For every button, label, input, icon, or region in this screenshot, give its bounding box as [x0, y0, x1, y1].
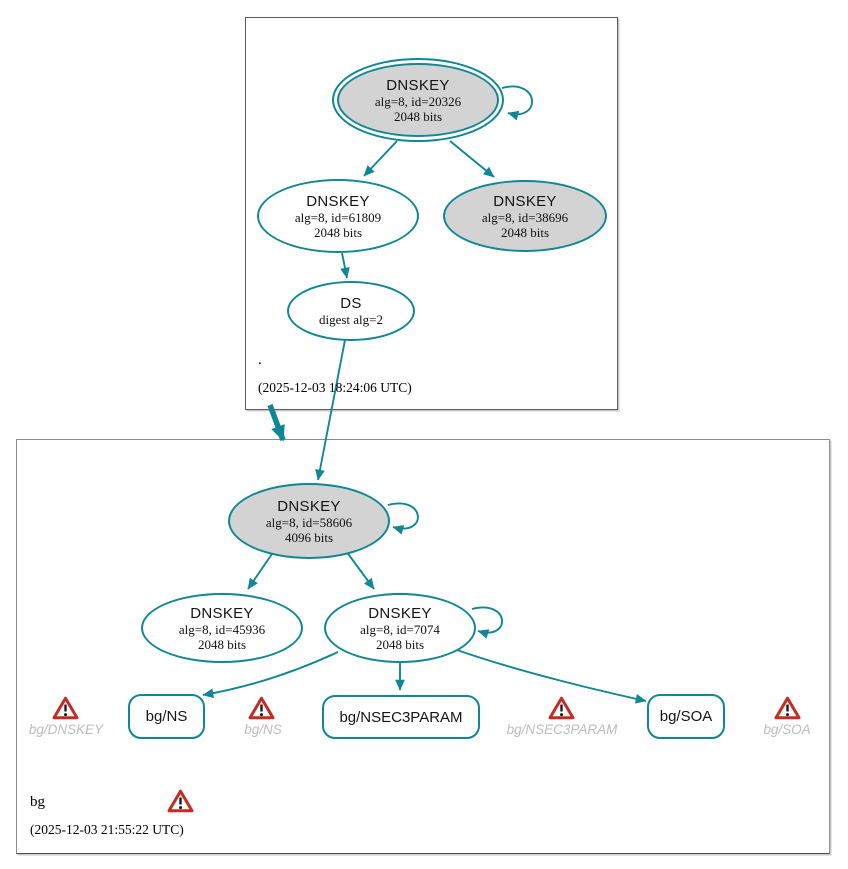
warning-icon[interactable] — [774, 696, 801, 720]
missing-rrset-label-bg-soa: bg/SOA — [763, 722, 811, 737]
missing-rrset-label-bg-dnskey: bg/DNSKEY — [28, 722, 104, 737]
node-title: DNSKEY — [368, 604, 432, 622]
zone-timestamp-bg: (2025-12-03 21:55:22 UTC) — [30, 822, 184, 837]
node-bits: 2048 bits — [375, 636, 425, 652]
rrset-label: bg/NS — [145, 708, 188, 725]
node-title: DNSKEY — [493, 192, 557, 210]
dnskey-node-root-ksk[interactable]: DNSKEY alg=8, id=20326 2048 bits — [332, 58, 504, 142]
dnskey-node-root-ksk-inner: DNSKEY alg=8, id=20326 2048 bits — [337, 63, 499, 137]
node-alg-id: alg=8, id=20326 — [374, 93, 462, 109]
dnskey-node-bg-zsk2[interactable]: DNSKEY alg=8, id=7074 2048 bits — [324, 593, 476, 663]
node-alg-id: alg=8, id=7074 — [360, 621, 440, 637]
node-bits: 2048 bits — [197, 636, 247, 652]
node-title: DS — [340, 295, 362, 312]
zone-timestamp-root: (2025-12-03 18:24:06 UTC) — [258, 380, 412, 395]
warning-icon[interactable] — [52, 696, 79, 720]
zone-label-bg: bg — [30, 794, 45, 810]
node-title: DNSKEY — [190, 604, 254, 622]
rrset-node-bg-ns[interactable]: bg/NS — [128, 694, 205, 739]
node-bits: 4096 bits — [284, 529, 334, 545]
rrset-node-bg-soa[interactable]: bg/SOA — [647, 694, 725, 739]
dnskey-node-root-zsk[interactable]: DNSKEY alg=8, id=61809 2048 bits — [257, 179, 419, 253]
node-title: DNSKEY — [277, 497, 341, 515]
missing-rrset-label-bg-ns: bg/NS — [244, 722, 282, 737]
node-alg-id: alg=8, id=61809 — [294, 209, 382, 225]
warning-icon[interactable] — [548, 696, 575, 720]
node-digest: digest alg=2 — [318, 312, 384, 327]
node-bits: 2048 bits — [313, 224, 363, 240]
warning-icon[interactable] — [248, 696, 275, 720]
dnskey-node-bg-ksk[interactable]: DNSKEY alg=8, id=58606 4096 bits — [228, 483, 390, 559]
rrset-label: bg/NSEC3PARAM — [339, 708, 463, 726]
node-alg-id: alg=8, id=58606 — [265, 514, 353, 530]
warning-icon[interactable] — [167, 789, 194, 813]
node-bits: 2048 bits — [393, 108, 443, 124]
rrset-node-bg-nsec3param[interactable]: bg/NSEC3PARAM — [322, 695, 480, 739]
dnskey-node-root-standby[interactable]: DNSKEY alg=8, id=38696 2048 bits — [443, 180, 607, 252]
ds-node-root[interactable]: DS digest alg=2 — [287, 281, 415, 341]
node-alg-id: alg=8, id=38696 — [481, 209, 569, 225]
missing-rrset-label-bg-nsec3param: bg/NSEC3PARAM — [506, 722, 618, 737]
node-title: DNSKEY — [386, 76, 450, 94]
dnskey-node-bg-zsk1[interactable]: DNSKEY alg=8, id=45936 2048 bits — [141, 593, 303, 663]
node-alg-id: alg=8, id=45936 — [178, 621, 266, 637]
node-bits: 2048 bits — [500, 224, 550, 240]
node-title: DNSKEY — [306, 192, 370, 210]
rrset-label: bg/SOA — [659, 708, 713, 725]
zone-label-root: . — [258, 352, 262, 368]
